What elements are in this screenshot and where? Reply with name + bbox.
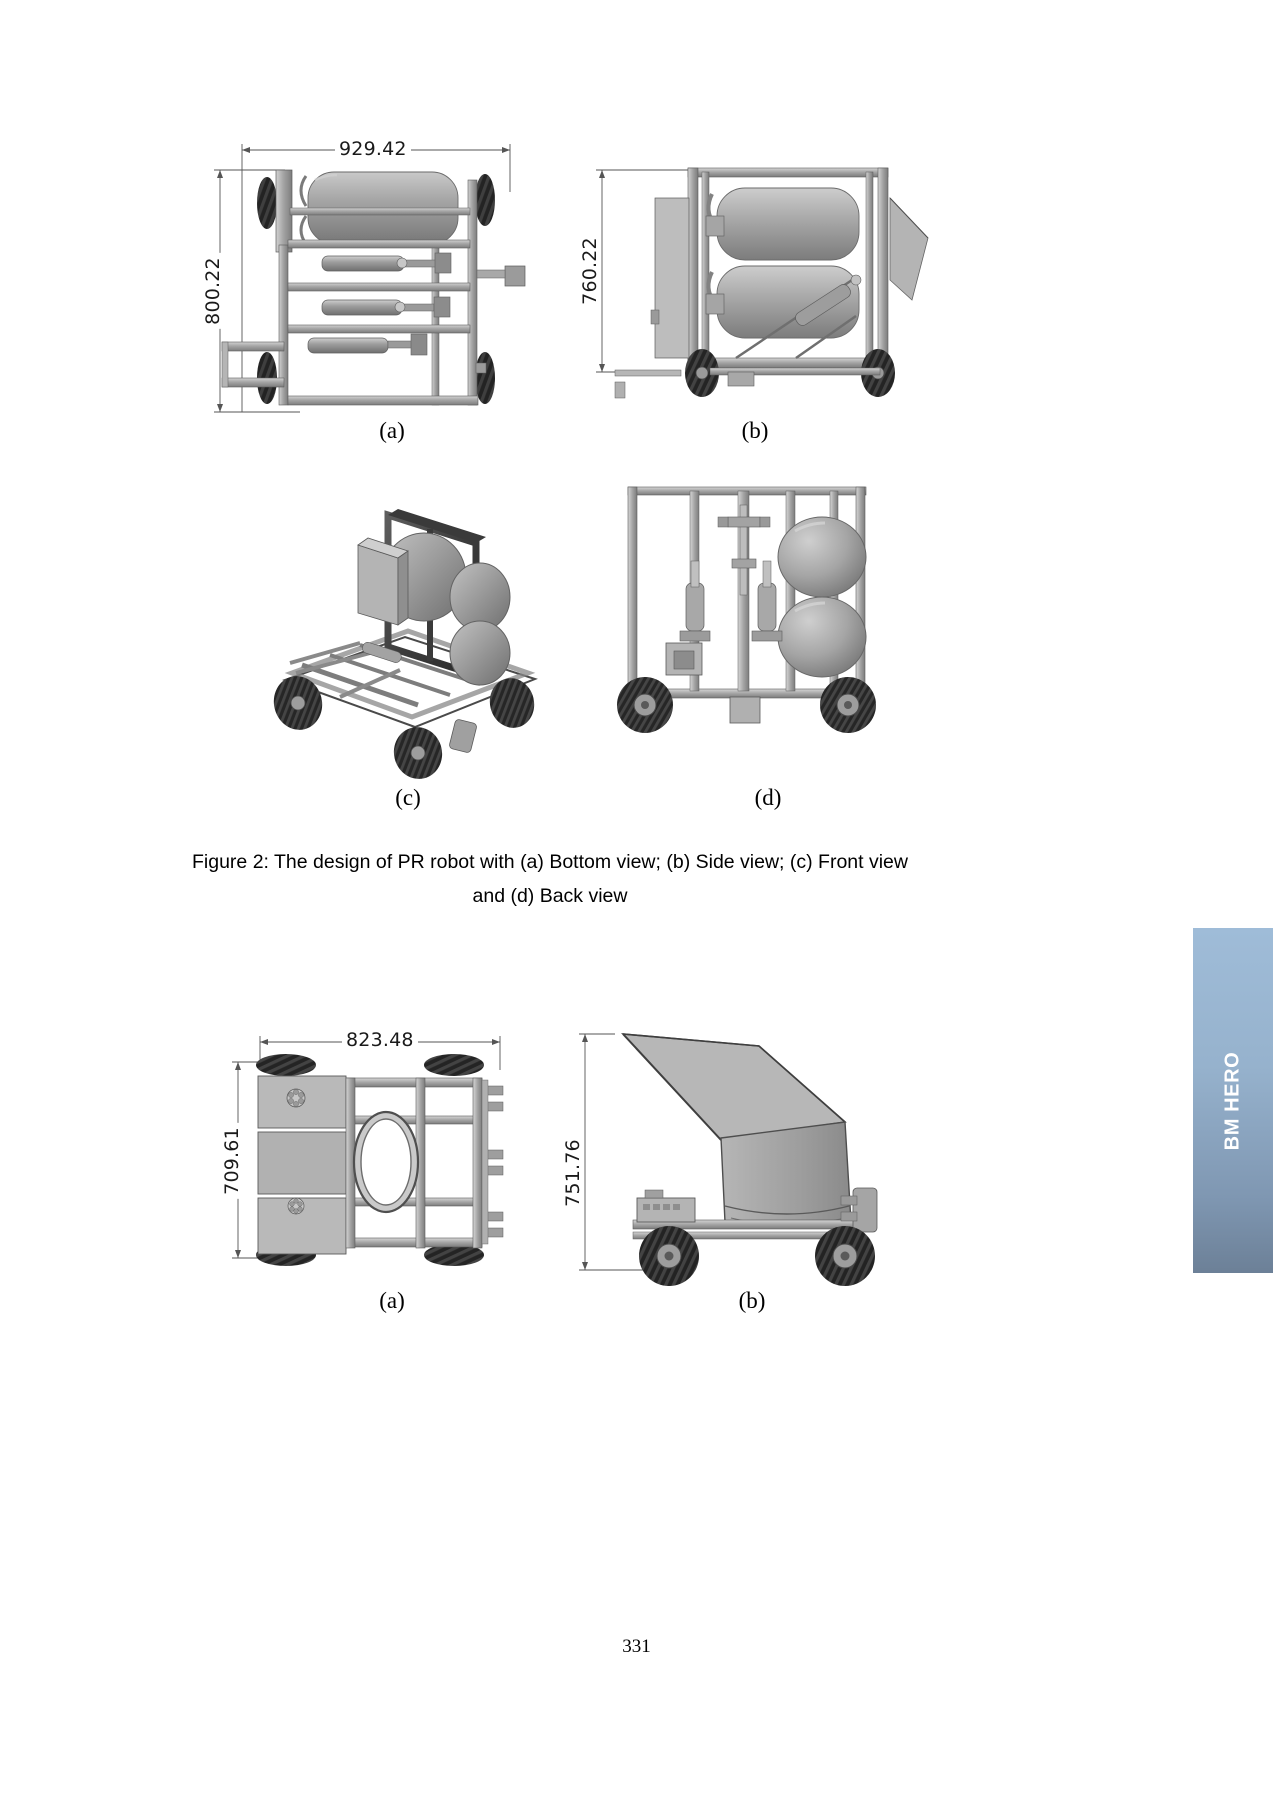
- figure2-panel-c: [240, 465, 570, 785]
- figure2-panel-b-drawing: [596, 167, 929, 399]
- dimension-height-a: 800.22: [201, 253, 224, 329]
- figure3-panel-a-drawing: [232, 1036, 504, 1266]
- figure2-label-c: (c): [395, 785, 421, 810]
- figure2-panel-b: 760.22: [560, 120, 960, 430]
- figure3-panel-a: 823.48 709.61: [200, 1010, 560, 1310]
- linkage-arms-c: [289, 641, 401, 699]
- right-fittings-3a: [481, 1079, 504, 1245]
- dimension-width-3a: 823.48: [342, 1029, 418, 1051]
- robot-top-view: [256, 1054, 504, 1266]
- center-actuator-d: [717, 504, 771, 596]
- figure2-panel-a-drawing: [214, 144, 526, 413]
- figure2-caption-line1: Figure 2: The design of PR robot with (a…: [192, 851, 908, 873]
- figure2-panel-a: 929.42 800.22: [180, 120, 570, 430]
- dimension-width-a: 929.42: [335, 138, 411, 160]
- actuator-cylinders-a: [307, 252, 452, 356]
- dimension-height-3b: 751.76: [561, 1135, 584, 1211]
- figure2-caption-line2: and (d) Back view: [472, 885, 628, 907]
- side-tab-label: BM HERO: [1221, 1051, 1244, 1150]
- robot-side-view: [614, 167, 929, 399]
- figure2-label-b: (b): [741, 418, 769, 443]
- dimension-lines-3b: [579, 1033, 655, 1271]
- robot-side-profile: [621, 1033, 878, 1286]
- figure3-panel-b: 751.76: [545, 1010, 945, 1310]
- page-number: 331: [622, 1636, 651, 1657]
- figure2-panel-d-drawing: [617, 486, 876, 733]
- dimension-height-3a: 709.61: [220, 1123, 243, 1199]
- figure3-panel-b-drawing: [579, 1033, 878, 1286]
- side-tab-bm-hero: BM HERO: [1193, 928, 1273, 1273]
- suspension-actuators-d: [679, 560, 783, 642]
- figure2-panel-d: [590, 465, 920, 785]
- dimension-lines-3a: [232, 1036, 501, 1259]
- figure2-caption: Figure 2: The design of PR robot with (a…: [150, 845, 950, 913]
- figure2-label-a: (a): [379, 418, 405, 443]
- robot-bottom-view: [221, 169, 526, 406]
- figure3-label-b: (b): [738, 1288, 766, 1313]
- figure2-panel-c-drawing: [273, 509, 538, 779]
- robot-back-view: [617, 486, 876, 733]
- figure2-label-d: (d): [754, 785, 782, 810]
- hopper-flap-b: [889, 196, 929, 301]
- robot-front-view-iso: [273, 509, 538, 779]
- dimension-height-b: 760.22: [578, 233, 601, 309]
- figure3-label-a: (a): [379, 1288, 405, 1313]
